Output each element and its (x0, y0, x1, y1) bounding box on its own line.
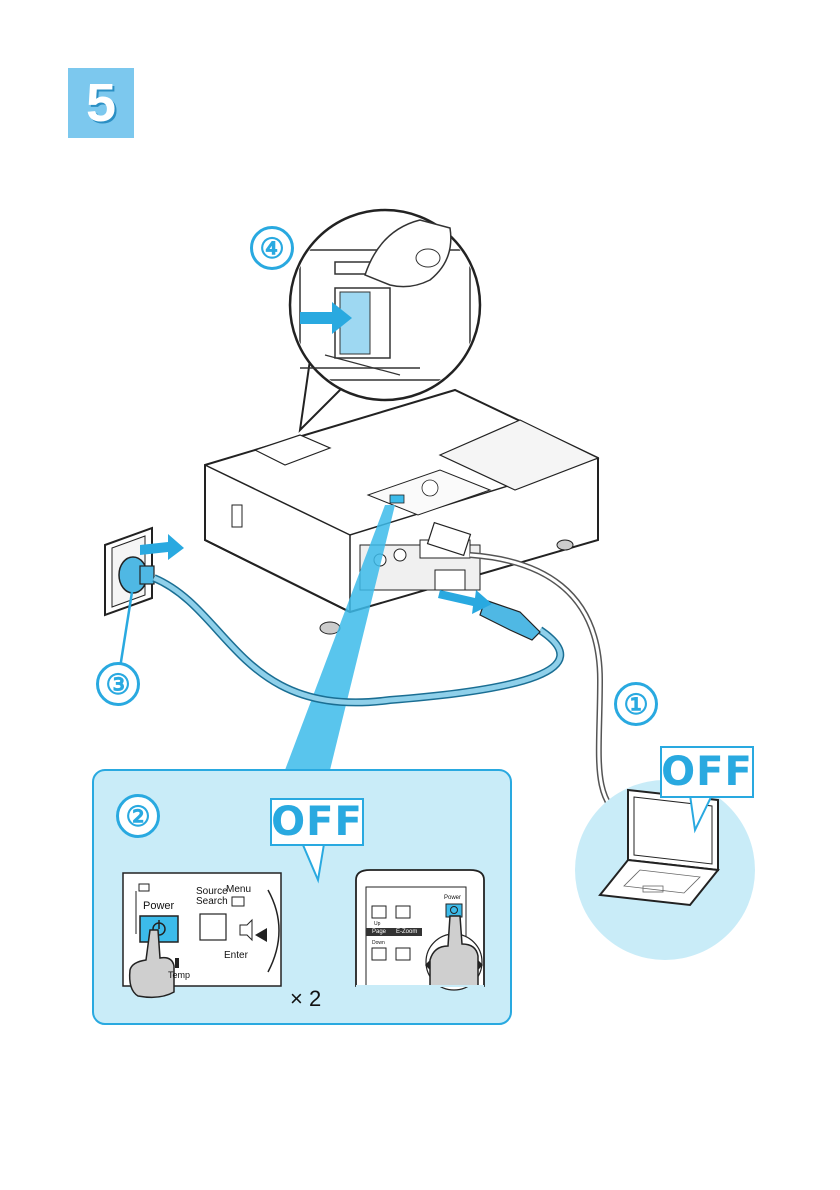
enter-label: Enter (224, 950, 248, 961)
source-search-label: Source Search (196, 887, 228, 907)
plug-icon (480, 600, 540, 640)
callout-1-number: ① (623, 688, 648, 721)
callout-3: ③ (96, 662, 140, 706)
remote-power-button (446, 904, 462, 917)
callout-2-number: ② (125, 800, 150, 833)
remote-down-label: Down (372, 940, 385, 946)
callout-1: ① (614, 682, 658, 726)
press-twice-label: × 2 (290, 986, 321, 1012)
projector-icon (205, 390, 598, 634)
laptop-off-bubble: OFF (660, 746, 754, 798)
remote-up-label: Up (374, 921, 380, 927)
callout-3-number: ③ (105, 668, 130, 701)
laptop-off-text: OFF (661, 749, 753, 795)
remote-power-label: Power (444, 895, 461, 901)
remote-off-bubble: OFF (270, 798, 364, 846)
menu-button (232, 897, 244, 906)
remote-page-label: Page (372, 929, 386, 935)
power-label: Power (143, 900, 174, 912)
menu-label: Menu (226, 884, 251, 895)
temp-label: Temp (168, 970, 190, 980)
source-search-button (200, 914, 226, 940)
remote-ezoom-label: E-Zoom (396, 929, 417, 935)
callout-4-number: ④ (259, 232, 284, 265)
remote-off-text: OFF (271, 799, 363, 845)
callout-2: ② (116, 794, 160, 838)
callout-4: ④ (250, 226, 294, 270)
